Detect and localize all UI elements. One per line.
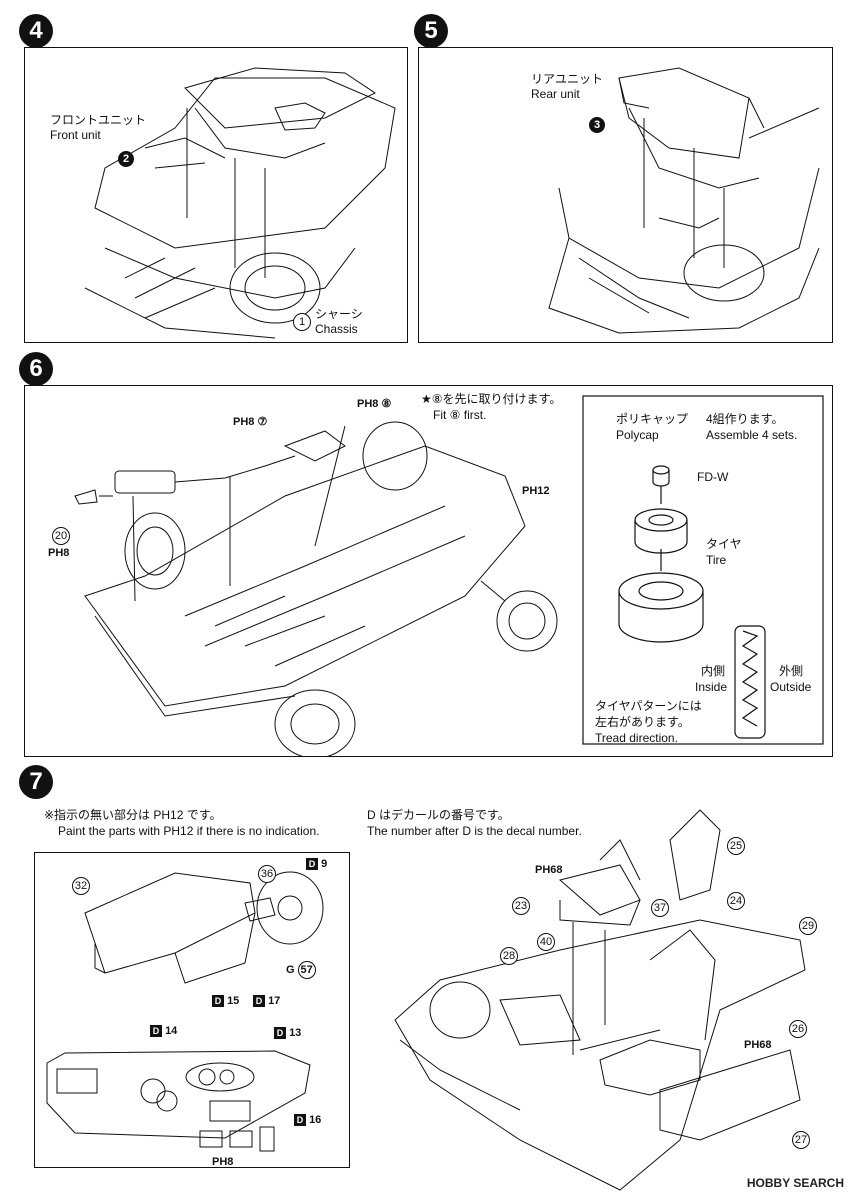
decal-15-number: 15 [227,995,240,1007]
part-57-marker: 57 [297,961,316,979]
paint-code-part-8: PH8 ⑧ [357,398,392,410]
inside-label-en: Inside [695,680,728,694]
polycap-label-jp: ポリキャップ [616,412,689,426]
decal-14-number: 14 [165,1025,178,1037]
front-unit-illustration [84,67,396,339]
decal-d-icon: D [294,1114,306,1127]
paint-code-part-20: PH8 [48,547,70,559]
watermark: HOBBY SEARCH [746,1176,844,1190]
decal-d-icon: D [212,995,224,1008]
tire-label-jp: タイヤ [706,537,742,551]
decal-13-number: 13 [289,1027,302,1039]
decal-d-icon: D [253,995,265,1008]
rear-unit-label-en: Rear unit [531,87,580,101]
part-27-marker: 27 [792,1131,810,1149]
decal-16-label: D 16 [294,1114,321,1127]
part-23-marker: 23 [512,897,530,915]
decal-14-label: D 14 [150,1025,177,1038]
paint-code-body: PH12 [522,485,550,497]
step-6-panel [24,385,833,757]
part-37-marker: 37 [651,899,669,917]
paint-note-en: Paint the parts with PH12 if there is no… [58,824,320,838]
decal-17-label: D 17 [253,995,280,1008]
part-1-marker: 1 [293,313,311,331]
decal-d-icon: D [306,858,318,871]
step-4-panel [24,47,408,343]
step-4-badge: 4 [19,14,53,48]
paint-code-seat-upper: PH68 [535,864,563,876]
part-3-marker: 3 [589,117,605,133]
part-24-marker: 24 [727,892,745,910]
underbody-illustration [74,395,824,756]
fd-w-wheel-label: FD-W [697,470,729,484]
inside-label-jp: 内側 [701,664,726,678]
decal-note-jp: D はデカールの番号です。 [367,808,510,822]
rear-unit-label-jp: リアユニット [531,72,604,86]
tread-note-jp-1: タイヤパターンには [595,699,702,713]
tread-note-en: Tread direction. [595,731,678,745]
paint-code-seat-lower: PH68 [744,1039,772,1051]
decal-13-label: D 13 [274,1027,301,1040]
part-28-marker: 28 [500,947,518,965]
part-26-marker: 26 [789,1020,807,1038]
decal-note-en: The number after D is the decal number. [367,824,582,838]
decal-d-icon: D [274,1027,286,1040]
step-6-badge: 6 [19,352,53,386]
step-7-badge: 7 [19,765,53,799]
decal-d-icon: D [150,1025,162,1038]
paint-note-jp: ※指示の無い部分は PH12 です。 [44,808,222,822]
part-40-marker: 40 [537,933,555,951]
outside-label-en: Outside [770,680,812,694]
decal-15-label: D 15 [212,995,239,1008]
part-25-marker: 25 [727,837,745,855]
decal-9-number: 9 [321,858,328,870]
assemble-4-sets-en: Assemble 4 sets. [706,428,798,442]
polycap-label-en: Polycap [616,428,659,442]
part-29-marker: 29 [799,917,817,935]
runner-g-letter: G [286,964,295,976]
step-5-badge: 5 [414,14,448,48]
outside-label-jp: 外側 [779,664,804,678]
front-unit-label-en: Front unit [50,128,101,142]
part-36-marker: 36 [258,865,276,883]
fit-8-first-note-en: Fit ⑧ first. [433,408,487,422]
part-20-marker: 20 [52,527,70,545]
decal-17-number: 17 [268,995,281,1007]
paint-code-part-7: PH8 ⑦ [233,416,268,428]
rear-unit-illustration [548,67,820,334]
part-32-marker: 32 [72,877,90,895]
tread-note-jp-2: 左右があります。 [595,715,690,729]
fit-8-first-note-jp: ★⑧を先に取り付けます。 [421,392,562,406]
decal-9-label: D 9 [306,858,327,871]
assemble-4-sets-jp: 4組作ります。 [706,412,784,426]
part-g57-label: G 57 [286,961,316,979]
chassis-label-en: Chassis [315,322,358,336]
front-unit-label-jp: フロントユニット [50,113,147,127]
chassis-label-jp: シャーシ [315,307,363,321]
step-5-panel [418,47,833,343]
decal-16-number: 16 [309,1114,322,1126]
tire-label-en: Tire [706,553,727,567]
paint-code-pedals: PH8 [212,1156,234,1168]
part-2-marker: 2 [118,151,134,167]
dashboard-illustration [46,871,324,1152]
